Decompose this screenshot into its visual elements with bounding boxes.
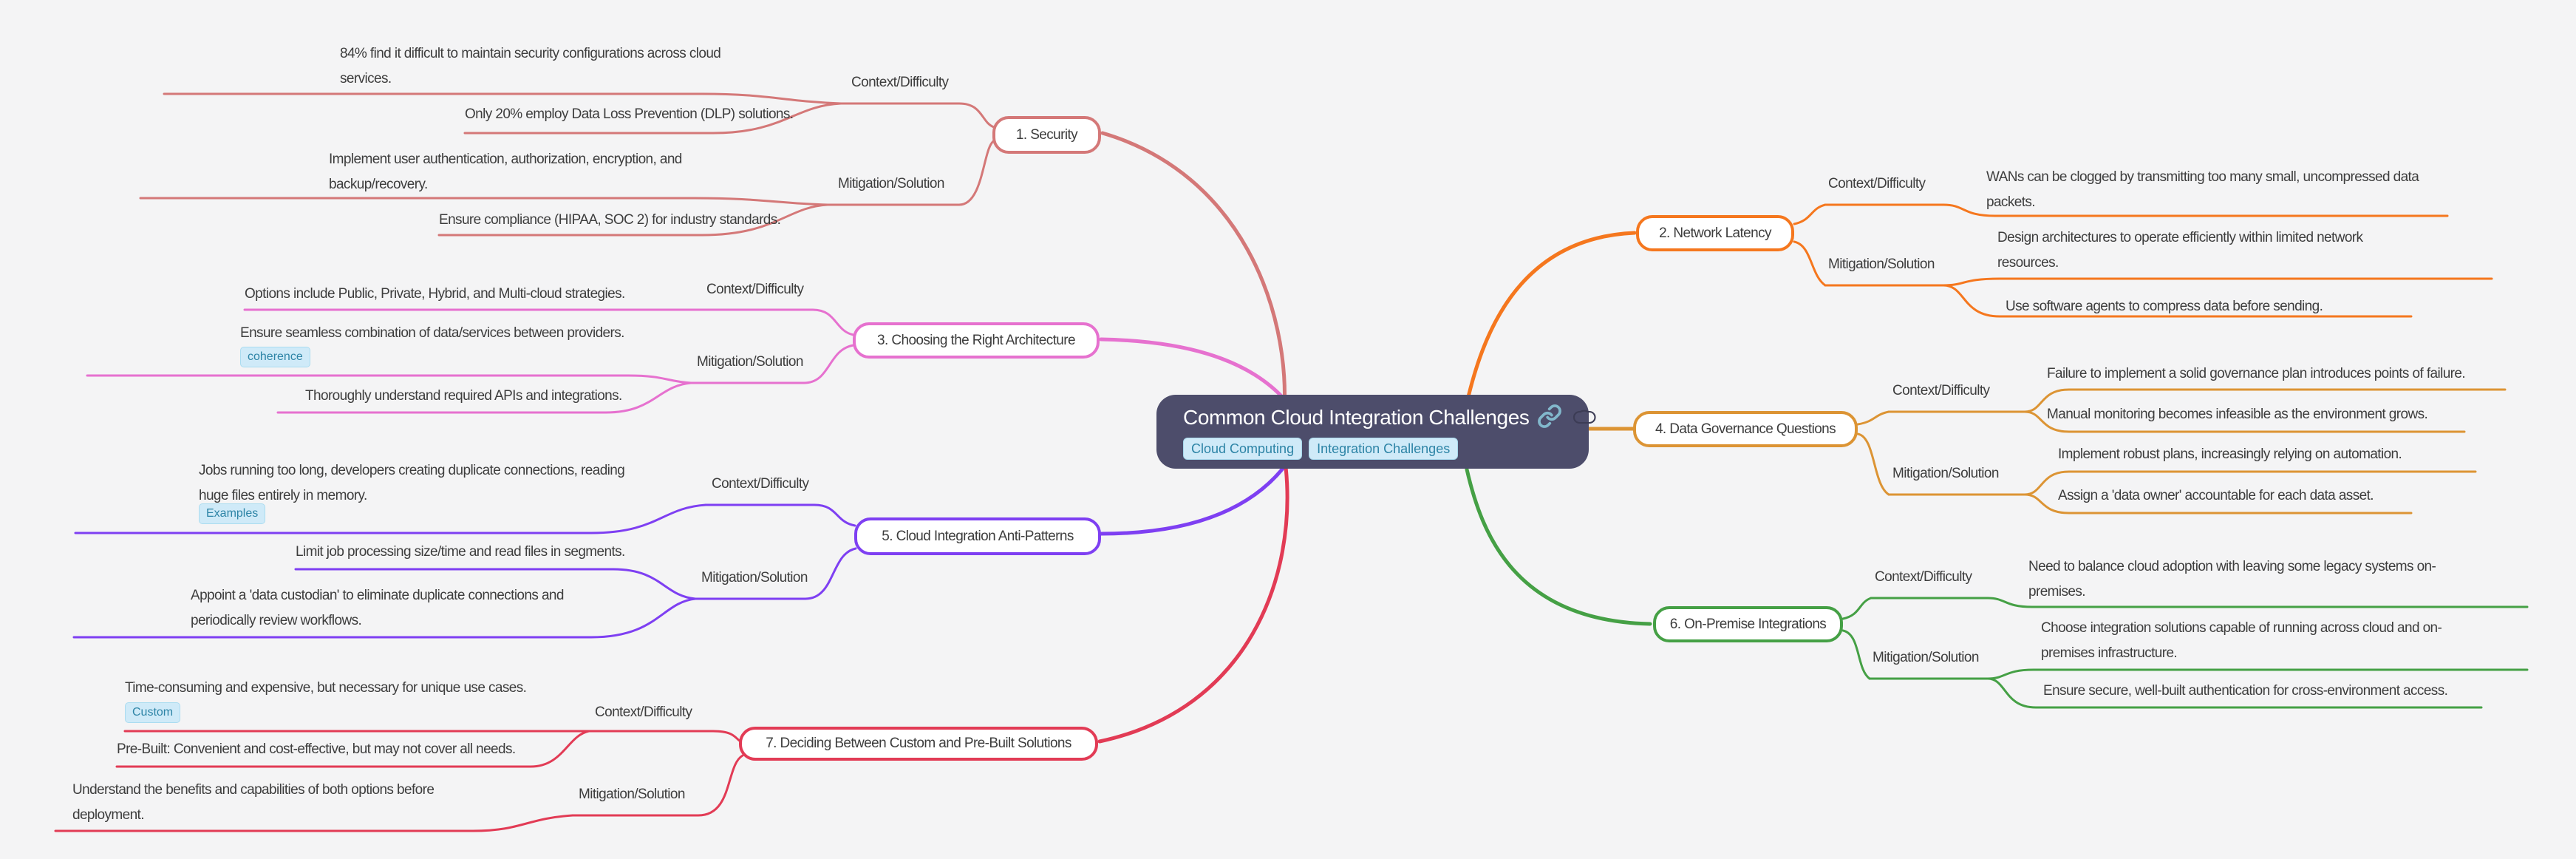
leaf-text: Implement robust plans, increasingly rel… [2058,447,2402,462]
leaf-text: Understand the benefits and capabilities… [72,782,435,823]
leaf-text: Pre-Built: Convenient and cost-effective… [117,741,516,757]
leaf-text: Implement user authentication, authoriza… [329,152,682,192]
custom-prebuilt-edges [54,465,1289,832]
map-title: Common Cloud Integration Challenges [1183,406,1530,429]
group-label: Mitigation/Solution [579,787,685,802]
group-label: Context/Difficulty [1892,383,1990,398]
anti-patterns-edges [72,458,1292,639]
central-tag: Cloud Computing [1183,438,1303,460]
group-label: Mitigation/Solution [838,176,944,191]
group-label: Mitigation/Solution [701,570,808,585]
cloud-icon [1570,405,1596,431]
central-tags: Cloud Computing Integration Challenges [1183,438,1589,460]
data-governance-edges [1583,388,2507,515]
architecture-edges [86,308,1292,414]
branch-node-label: 1. Security [1015,126,1078,143]
leaf-tag: Examples [199,503,266,524]
leaf-text: Time-consuming and expensive, but necess… [125,680,527,696]
branch-node-custom-prebuilt[interactable]: 7. Deciding Between Custom and Pre-Built… [739,727,1098,761]
branch-node-on-premise[interactable]: 6. On-Premise Integrations [1653,606,1843,642]
branch-node-network-latency[interactable]: 2. Network Latency [1636,215,1794,251]
leaf-text: Use software agents to compress data bef… [2006,299,2323,314]
leaf-text: 84% find it difficult to maintain securi… [340,46,721,86]
leaf-text: Need to balance cloud adoption with leav… [2028,559,2436,600]
branch-node-anti-patterns[interactable]: 5. Cloud Integration Anti-Patterns [854,517,1101,555]
branch-node-label: 4. Data Governance Questions [1655,421,1836,437]
leaf-text: Only 20% employ Data Loss Prevention (DL… [465,106,794,122]
leaf-text: WANs can be clogged by transmitting too … [1986,169,2419,210]
group-label: Context/Difficulty [595,704,692,720]
branch-node-label: 6. On-Premise Integrations [1669,616,1827,632]
group-label: Mitigation/Solution [1873,650,1979,665]
leaf-text: Ensure compliance (HIPAA, SOC 2) for ind… [439,212,781,228]
branch-node-security[interactable]: 1. Security [992,116,1101,154]
branch-node-label: 7. Deciding Between Custom and Pre-Built… [766,736,1071,751]
branch-node-label: 3. Choosing the Right Architecture [877,332,1076,348]
branch-node-data-governance[interactable]: 4. Data Governance Questions [1633,411,1858,447]
leaf-text: Choose integration solutions capable of … [2041,620,2442,661]
group-label: Context/Difficulty [1828,176,1926,191]
central-node[interactable]: Common Cloud Integration Challenges Clou… [1156,395,1595,469]
branch-node-architecture[interactable]: 3. Choosing the Right Architecture [853,322,1100,359]
branch-node-label: 2. Network Latency [1659,225,1771,241]
group-label: Context/Difficulty [851,75,949,90]
branch-node-label: 5. Cloud Integration Anti-Patterns [882,528,1074,544]
on-premise-edges [1465,467,2529,709]
network-latency-edges [1465,203,2493,405]
group-label: Mitigation/Solution [697,354,803,370]
group-label: Mitigation/Solution [1828,257,1935,272]
leaf-text: Limit job processing size/time and read … [296,544,625,560]
leaf-text: Failure to implement a solid governance … [2047,366,2466,381]
group-label: Context/Difficulty [706,282,804,297]
central-title-row: Common Cloud Integration Challenges [1183,402,1595,433]
leaf-text: Manual monitoring becomes infeasible as … [2047,407,2428,422]
leaf-tag: coherence [240,347,310,367]
leaf-text: Options include Public, Private, Hybrid,… [245,286,625,302]
leaf-text: Ensure seamless combination of data/serv… [240,325,624,341]
leaf-text: Design architectures to operate efficien… [1997,230,2363,271]
leaf-text: Thoroughly understand required APIs and … [305,388,622,404]
central-tag: Integration Challenges [1309,438,1459,460]
group-label: Context/Difficulty [1875,569,1972,585]
security-edges [139,92,1287,412]
leaf-text: Ensure secure, well-built authentication… [2043,683,2448,699]
group-label: Context/Difficulty [712,476,809,492]
leaf-text: Jobs running too long, developers creati… [199,463,625,503]
link-icon[interactable] [1537,404,1562,432]
leaf-tag: Custom [125,702,181,723]
leaf-text: Assign a 'data owner' accountable for ea… [2058,488,2374,503]
group-label: Mitigation/Solution [1892,466,1999,481]
leaf-text: Appoint a 'data custodian' to eliminate … [191,588,564,628]
